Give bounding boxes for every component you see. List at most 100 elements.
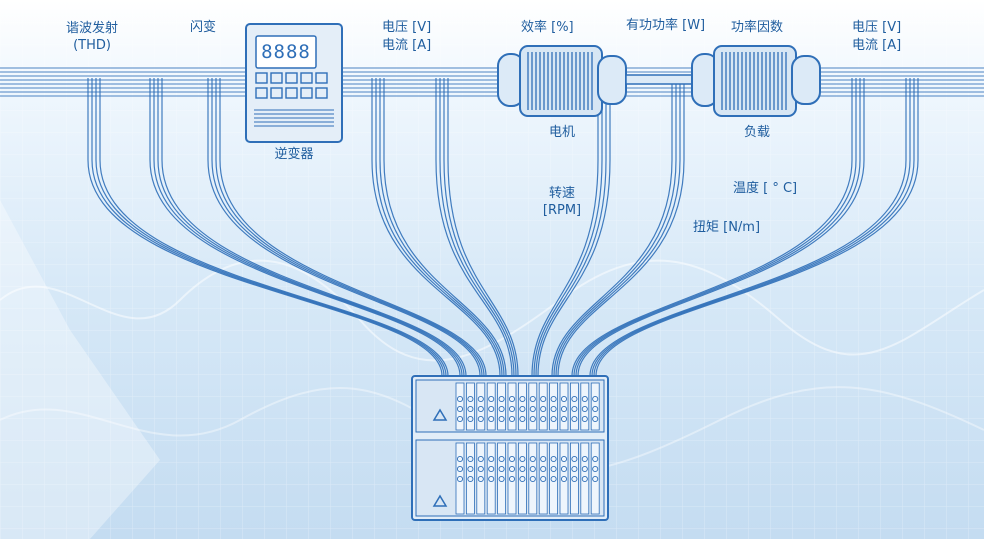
connector-port <box>498 455 505 463</box>
connector-port <box>508 455 516 463</box>
connector-port <box>540 475 547 483</box>
connector-port <box>508 465 516 473</box>
cable-line <box>375 78 503 377</box>
connector-port <box>467 395 474 403</box>
connector-port <box>519 415 526 423</box>
cable-line <box>87 78 443 377</box>
connector-port <box>529 395 536 403</box>
connector-port <box>488 405 495 413</box>
connector-port <box>571 475 578 483</box>
label-inverter: 逆变器 <box>274 147 314 162</box>
connector-port <box>477 415 484 423</box>
daq-slot <box>528 442 538 515</box>
connector-port <box>540 395 547 403</box>
connector-port <box>467 455 474 463</box>
connector-port <box>467 405 474 413</box>
daq-slot <box>507 442 517 515</box>
label-flicker: 闪变 <box>190 20 217 35</box>
inverter-keypad <box>255 72 328 99</box>
connector-port <box>467 415 474 423</box>
connector-port <box>550 455 557 463</box>
daq-slot <box>455 442 465 515</box>
cable-line <box>589 78 907 377</box>
connector-port <box>519 395 526 403</box>
connector-port <box>508 405 516 413</box>
label-motor: 电机 <box>548 125 575 140</box>
cable-line <box>557 78 685 377</box>
cable-line <box>573 78 857 377</box>
connector-port <box>477 475 484 483</box>
load-device <box>691 45 821 117</box>
inverter-display: 8888 <box>261 41 311 63</box>
connector-port <box>519 455 526 463</box>
connector-port <box>488 395 495 403</box>
connector-port <box>498 475 505 483</box>
connector-port <box>571 405 578 413</box>
connector-port <box>467 475 474 483</box>
cable-line <box>435 78 513 377</box>
cable-line <box>99 78 449 377</box>
cable-line <box>153 78 463 377</box>
connector-port <box>571 395 578 403</box>
connector-port <box>456 415 464 423</box>
daq-slot <box>538 442 548 515</box>
label-thd: (THD) <box>73 38 111 53</box>
connector-port <box>456 465 464 473</box>
daq-slot <box>465 442 475 515</box>
connector-port <box>477 455 484 463</box>
connector-port <box>571 465 578 473</box>
cable-line <box>149 78 461 377</box>
connector-port <box>592 405 599 413</box>
label-current-left: 电流 [A] <box>382 38 432 53</box>
inverter-screen <box>255 35 317 69</box>
cable-line <box>439 78 515 377</box>
daq-chassis <box>411 375 609 521</box>
cable-line <box>211 78 483 377</box>
cable-line <box>531 78 599 377</box>
cable-line <box>379 78 505 377</box>
connector-port <box>592 395 599 403</box>
connector-port <box>550 465 557 473</box>
connector-port <box>519 405 526 413</box>
connector-port <box>477 395 484 403</box>
logo-triangle-icon <box>432 494 448 507</box>
cable-line <box>383 78 507 377</box>
connector-port <box>571 415 578 423</box>
connector-port <box>581 415 588 423</box>
cable-line <box>571 78 853 377</box>
daq-slot <box>570 442 579 515</box>
cable-line <box>555 78 681 377</box>
connector-port <box>592 475 599 483</box>
cable-line <box>553 78 677 377</box>
daq-slot <box>486 442 496 515</box>
connector-port <box>477 465 484 473</box>
connector-port <box>592 415 599 423</box>
cable-line <box>215 78 485 377</box>
connector-port <box>488 455 495 463</box>
cable-line <box>595 78 919 377</box>
connector-port <box>550 415 557 423</box>
connector-port <box>508 415 516 423</box>
connector-port <box>540 465 547 473</box>
connector-port <box>581 465 588 473</box>
cable-line <box>447 78 519 377</box>
inverter-device <box>245 23 343 143</box>
connector-port <box>529 465 536 473</box>
label-speed-unit: [RPM] <box>542 203 582 218</box>
motor-device <box>497 45 627 117</box>
connector-port <box>550 395 557 403</box>
connector-port <box>540 415 547 423</box>
connector-port <box>456 405 464 413</box>
label-harmonics: 谐波发射 <box>65 21 118 36</box>
connector-port <box>467 465 474 473</box>
connector-port <box>488 415 495 423</box>
daq-slot <box>476 442 486 515</box>
cable-line <box>551 78 673 377</box>
cable-line <box>219 78 487 377</box>
light-shard <box>0 200 160 539</box>
connector-port <box>529 415 536 423</box>
cable-line <box>533 78 603 377</box>
cable-line <box>91 78 445 377</box>
